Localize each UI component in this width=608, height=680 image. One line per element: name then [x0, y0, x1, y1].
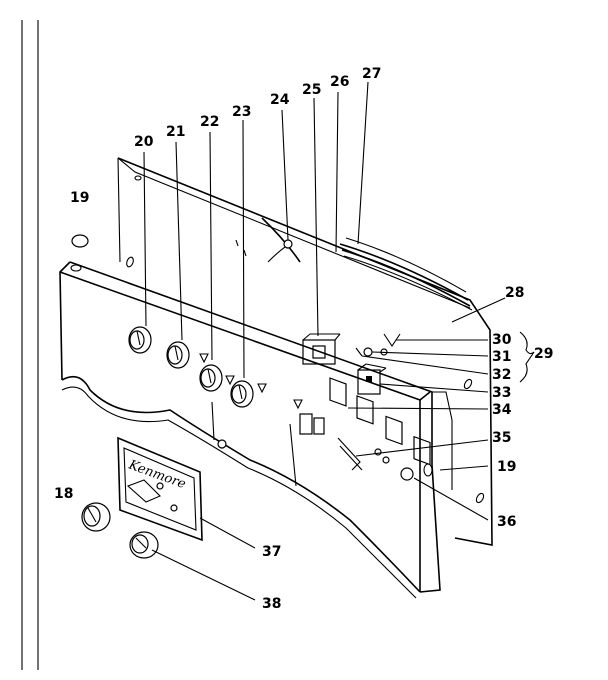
loose-knob-38 — [129, 531, 159, 559]
callout-35: 35 — [492, 430, 511, 446]
panel-details — [211, 399, 433, 487]
callout-labels: 18 19 19 20 21 22 23 24 25 26 27 28 29 3… — [54, 66, 553, 612]
nameplate: Kenmore — [117, 436, 203, 542]
callout-32: 32 — [492, 367, 511, 383]
callout-27: 27 — [362, 66, 381, 82]
callout-25: 25 — [302, 82, 321, 98]
plug-button-19 — [71, 234, 89, 248]
wire-harness — [261, 217, 301, 263]
callout-38: 38 — [262, 596, 281, 612]
loose-knob-18 — [81, 502, 111, 532]
panel-knob-21 — [166, 341, 190, 369]
callout-37: 37 — [262, 544, 281, 560]
cabinet-side-edge — [21, 20, 39, 670]
leader-lines — [143, 81, 535, 601]
callout-23: 23 — [232, 104, 251, 120]
callout-19-right: 19 — [497, 459, 516, 475]
front-console-panel — [59, 261, 453, 599]
callout-18: 18 — [54, 486, 73, 502]
callout-28: 28 — [505, 285, 524, 301]
panel-knob-23 — [225, 375, 267, 408]
callout-26: 26 — [330, 74, 349, 90]
callout-22: 22 — [200, 114, 219, 130]
callout-31: 31 — [492, 349, 511, 365]
callout-21: 21 — [166, 124, 185, 140]
callout-20: 20 — [134, 134, 154, 150]
switch-bank — [329, 237, 473, 466]
relay-block — [302, 333, 341, 365]
callout-33: 33 — [492, 385, 511, 401]
panel-knob-20 — [128, 326, 152, 354]
callout-19-upper: 19 — [70, 190, 89, 206]
callout-36: 36 — [497, 514, 516, 530]
callout-29: 29 — [534, 346, 553, 362]
panel-knob-22 — [199, 353, 223, 392]
callout-34: 34 — [492, 402, 512, 418]
callout-24: 24 — [270, 92, 290, 108]
callout-30: 30 — [492, 332, 512, 348]
